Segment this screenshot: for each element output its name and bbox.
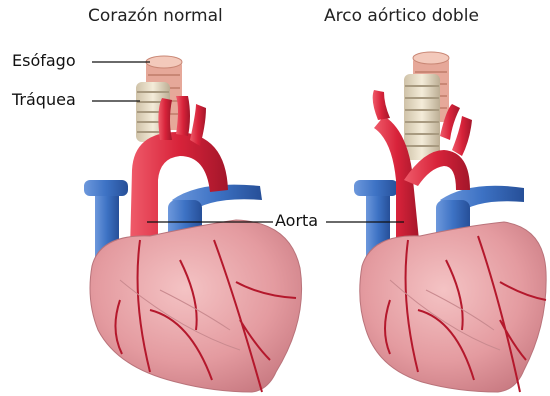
trachea-double-arch bbox=[404, 74, 440, 160]
title-normal-heart: Corazón normal bbox=[88, 6, 223, 26]
title-double-aortic-arch: Arco aórtico doble bbox=[324, 6, 479, 26]
label-esofago: Esófago bbox=[12, 51, 76, 70]
label-traquea: Tráquea bbox=[12, 90, 76, 109]
heart-body-double-arch bbox=[360, 222, 546, 392]
label-aorta: Aorta bbox=[275, 211, 318, 230]
normal-heart bbox=[84, 56, 302, 392]
heart-body-normal bbox=[90, 220, 302, 392]
